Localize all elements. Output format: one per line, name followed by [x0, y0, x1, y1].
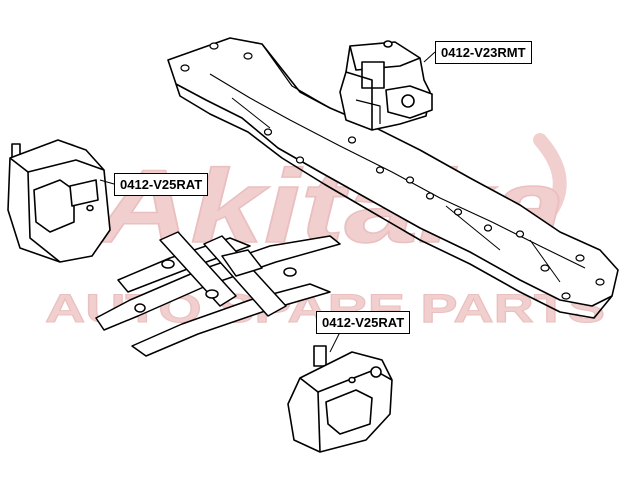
leader-line-bottom [329, 331, 341, 353]
leader-line-rmt [423, 51, 436, 63]
chassis-subframe [95, 231, 341, 357]
part-label-rat-bottom: 0412-V25RAT [316, 311, 411, 334]
subframe-bushings [134, 259, 297, 313]
watermark-swoosh-right [533, 133, 567, 222]
leader-lines [99, 51, 436, 353]
engine-mount-left [7, 139, 111, 263]
part-label-rmt: 0412-V23RMT [435, 41, 532, 64]
engine-mount-bottom [287, 345, 393, 453]
leader-line-left [99, 179, 115, 185]
rear-mount-rmt [339, 40, 433, 131]
crossmember [167, 37, 619, 319]
crossmember-holes [180, 42, 605, 300]
part-label-rat-left: 0412-V25RAT [114, 173, 209, 196]
